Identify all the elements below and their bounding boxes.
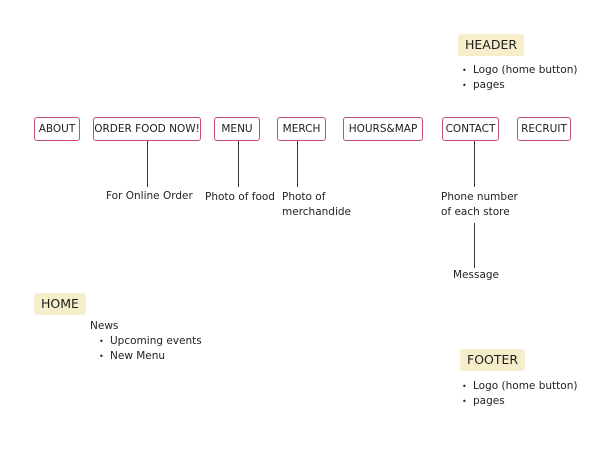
connector-contact-message	[474, 223, 475, 268]
header-item-logo: Logo (home button)	[462, 63, 577, 78]
header-item-pages: pages	[462, 78, 577, 93]
home-news-list: Upcoming events New Menu	[99, 334, 202, 364]
footer-tag: FOOTER	[460, 349, 526, 371]
header-list: Logo (home button) pages	[462, 63, 577, 93]
note-message: Message	[453, 269, 500, 281]
home-item-new-menu: New Menu	[99, 349, 202, 364]
connector-order-food	[147, 141, 148, 187]
nav-merch[interactable]: MERCH	[277, 117, 326, 141]
home-item-upcoming-events: Upcoming events	[99, 334, 202, 349]
home-news-heading: News	[90, 320, 119, 332]
home-tag: HOME	[34, 293, 86, 315]
header-tag: HEADER	[458, 34, 525, 56]
nav-contact[interactable]: CONTACT	[442, 117, 499, 141]
nav-order-food-now[interactable]: ORDER FOOD NOW!	[93, 117, 201, 141]
nav-recruit[interactable]: RECRUIT	[517, 117, 571, 141]
note-phone-number: Phone number of each store	[441, 191, 518, 218]
footer-item-logo: Logo (home button)	[462, 379, 577, 394]
connector-menu	[238, 141, 239, 187]
nav-menu[interactable]: MENU	[214, 117, 260, 141]
nav-about[interactable]: ABOUT	[34, 117, 80, 141]
connector-merch	[297, 141, 298, 187]
note-online-order: For Online Order	[106, 190, 193, 202]
note-photo-of-food: Photo of food	[205, 191, 275, 203]
nav-hours-map[interactable]: HOURS&MAP	[343, 117, 423, 141]
note-photo-of-merch: Photo of merchandide	[282, 191, 351, 218]
footer-item-pages: pages	[462, 394, 577, 409]
connector-contact	[474, 141, 475, 187]
footer-list: Logo (home button) pages	[462, 379, 577, 409]
